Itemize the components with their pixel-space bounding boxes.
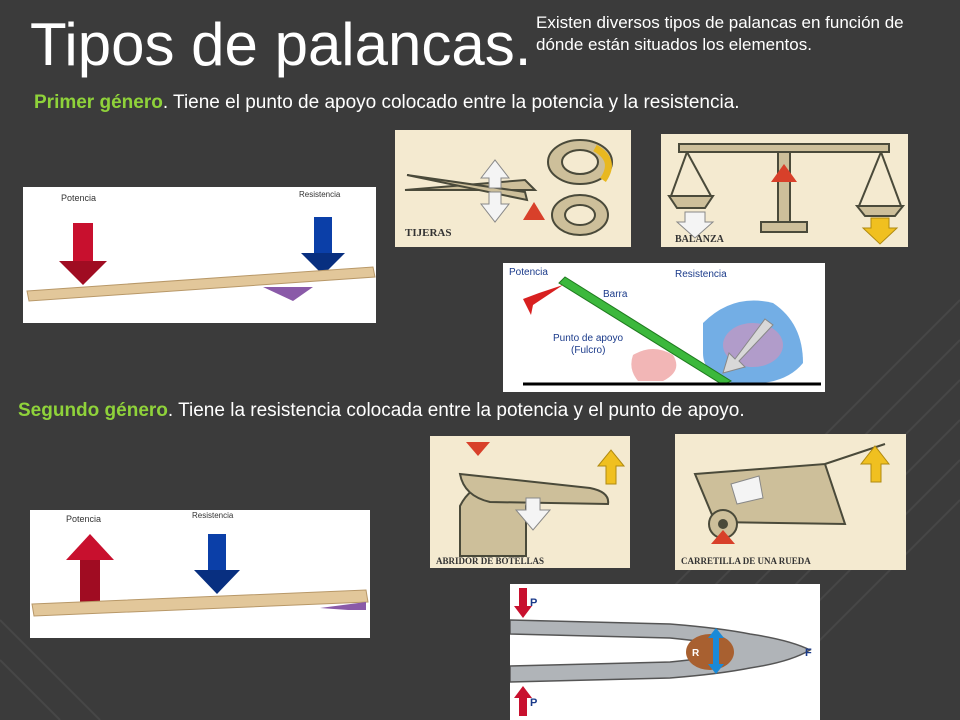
first-class-paragraph: Primer género. Tiene el punto de apoyo c… xyxy=(34,88,934,118)
lever-bar xyxy=(558,276,733,386)
resistencia-arrow-down xyxy=(301,217,345,275)
nutcracker-icon xyxy=(510,619,812,683)
slide-title: Tipos de palancas. xyxy=(30,11,532,78)
first-class-description: . Tiene el punto de apoyo colocado entre… xyxy=(162,92,740,113)
scissors-label: TIJERAS xyxy=(405,227,451,239)
barra-label: Barra xyxy=(603,289,628,300)
potencia-label: Potencia xyxy=(66,514,101,524)
f-label: F xyxy=(805,647,812,659)
fulcrum-triangle xyxy=(320,602,366,610)
r-label: R xyxy=(692,648,700,659)
p-top-label: P xyxy=(530,597,537,609)
resistencia-arrow-down xyxy=(861,217,899,245)
wheelbarrow-example: CARRETILLA DE UNA RUEDA xyxy=(675,434,906,570)
potencia-arrow-up xyxy=(859,445,891,483)
first-class-plank xyxy=(26,266,376,302)
potencia-arrow-bottom xyxy=(514,686,532,716)
first-class-lever-diagram: Potencia Resistencia xyxy=(23,187,376,323)
potencia-arrow-down xyxy=(675,211,715,239)
resistencia-arrow-down xyxy=(730,475,764,505)
potencia-arrow-top xyxy=(514,588,532,618)
potencia-arrow-up xyxy=(596,449,626,485)
bottle-opener-label: ABRIDOR DE BOTELLAS xyxy=(436,556,544,566)
fulcrum-triangle xyxy=(711,530,735,544)
fulcrum-stone xyxy=(631,349,677,381)
resistencia-label: Resistencia xyxy=(299,190,341,199)
second-class-description: . Tiene la resistencia colocada entre la… xyxy=(167,400,745,421)
scissors-example: TIJERAS xyxy=(395,130,631,247)
balance-label: BALANZA xyxy=(675,234,725,245)
fulcrum-triangle xyxy=(771,164,797,182)
fulcro-label-2: (Fulcro) xyxy=(571,345,605,356)
wheelbarrow-label: CARRETILLA DE UNA RUEDA xyxy=(681,556,811,566)
second-class-genus: Segundo género xyxy=(18,400,168,421)
resistencia-label: Resistencia xyxy=(675,269,727,280)
yellow-arrow xyxy=(593,144,612,183)
scissors-icon xyxy=(404,139,613,236)
resistencia-arrow-down xyxy=(479,191,511,223)
resistencia-arrow-down xyxy=(514,497,552,531)
second-class-lever-diagram: Potencia Resistencia xyxy=(30,510,370,638)
fulcrum-triangle xyxy=(523,202,545,220)
balance-example: BALANZA xyxy=(661,134,908,247)
potencia-arrow-up xyxy=(479,159,511,189)
fulcro-label-1: Punto de apoyo xyxy=(553,333,623,344)
crowbar-diagram: Potencia Barra Resistencia Punto de apoy… xyxy=(503,263,825,392)
nutcracker-diagram: P P R F xyxy=(510,584,820,720)
second-class-paragraph: Segundo género. Tiene la resistencia col… xyxy=(18,396,911,426)
potencia-arrow xyxy=(523,285,563,315)
potencia-arrow-down xyxy=(59,223,107,285)
fulcrum-triangle xyxy=(263,287,313,301)
second-class-plank xyxy=(31,589,369,617)
resistencia-double-arrow xyxy=(708,628,724,674)
bottle-opener-example: ABRIDOR DE BOTELLAS xyxy=(430,436,630,568)
resistencia-arrow xyxy=(722,318,774,374)
resistencia-arrow-down xyxy=(194,534,240,594)
slide-subtitle: Existen diversos tipos de palancas en fu… xyxy=(536,13,904,54)
p-bottom-label: P xyxy=(530,697,537,709)
potencia-label: Potencia xyxy=(509,267,548,278)
potencia-arrow-up xyxy=(66,534,114,602)
first-class-genus: Primer género xyxy=(34,92,163,113)
resistencia-label: Resistencia xyxy=(192,511,234,520)
fulcrum-triangle xyxy=(466,442,490,456)
wheelbarrow-icon xyxy=(693,443,886,539)
potencia-label: Potencia xyxy=(61,193,96,203)
